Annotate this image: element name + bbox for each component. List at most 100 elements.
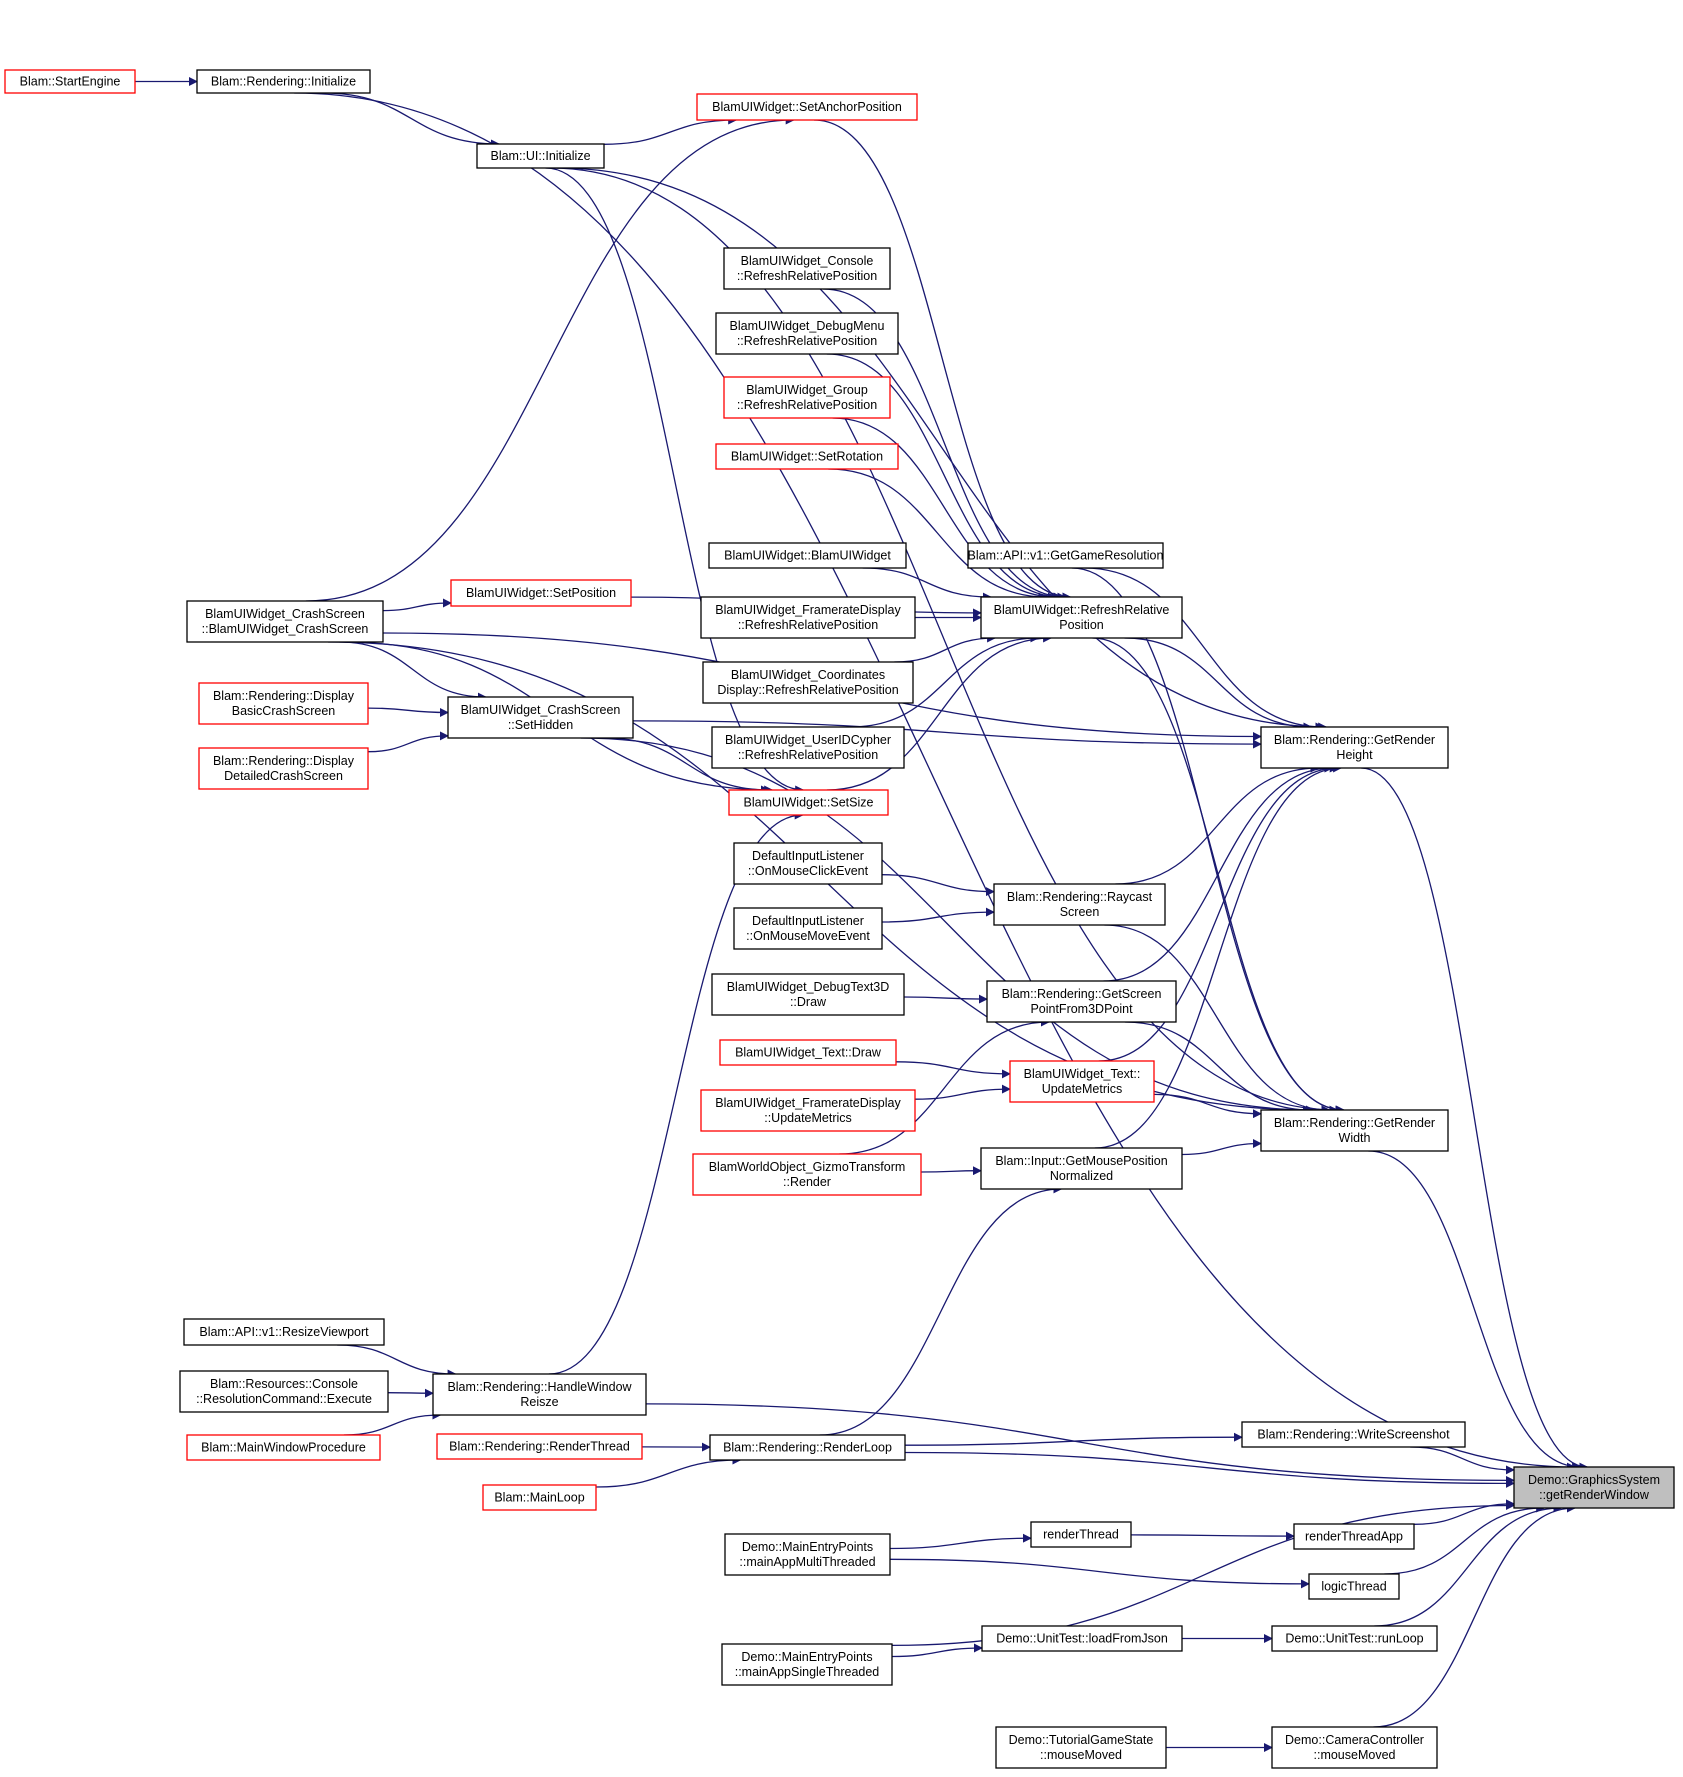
node-console-refresh[interactable]: BlamUIWidget_Console::RefreshRelativePos… bbox=[723, 247, 891, 290]
node-tutorial-mouse-moved[interactable]: Demo::TutorialGameState::mouseMoved bbox=[995, 1726, 1167, 1769]
node-main-app-single[interactable]: Demo::MainEntryPoints::mainAppSingleThre… bbox=[721, 1643, 893, 1686]
node-useridcypher-refresh[interactable]: BlamUIWidget_UserIDCypher::RefreshRelati… bbox=[711, 726, 905, 769]
node-resize-viewport[interactable]: Blam::API::v1::ResizeViewport bbox=[183, 1318, 385, 1346]
node-main-loop[interactable]: Blam::MainLoop bbox=[482, 1484, 597, 1511]
node-label: BlamUIWidget_Text:: bbox=[1024, 1067, 1141, 1081]
edge-render_thread_fn-to-render_thread_app bbox=[1130, 1531, 1295, 1541]
edge-main_window_procedure-to-handle_window_resize bbox=[343, 1410, 442, 1436]
node-box bbox=[719, 1039, 897, 1066]
edge-handle_window_resize-to-get_render_window bbox=[645, 1403, 1515, 1485]
node-get-game-resolution[interactable]: Blam::API::v1::GetGameResolution bbox=[967, 542, 1164, 569]
node-gizmo-render[interactable]: BlamWorldObject_GizmoTransform::Render bbox=[692, 1153, 922, 1196]
node-render-thread[interactable]: Blam::Rendering::RenderThread bbox=[436, 1433, 643, 1460]
node-render-thread-fn[interactable]: renderThread bbox=[1030, 1521, 1132, 1548]
node-debugmenu-refresh[interactable]: BlamUIWidget_DebugMenu::RefreshRelativeP… bbox=[715, 312, 899, 355]
node-box bbox=[186, 1434, 381, 1461]
node-label: BlamUIWidget_Console bbox=[741, 254, 874, 268]
node-unittest-load[interactable]: Demo::UnitTest::loadFromJson bbox=[981, 1625, 1183, 1652]
node-box bbox=[179, 1370, 389, 1413]
node-box bbox=[715, 443, 899, 470]
node-camera-mouse-moved[interactable]: Demo::CameraController::mouseMoved bbox=[1271, 1726, 1438, 1769]
node-text-draw[interactable]: BlamUIWidget_Text::Draw bbox=[719, 1039, 897, 1066]
node-crashscreen-ctor[interactable]: BlamUIWidget_CrashScreen::BlamUIWidget_C… bbox=[186, 600, 384, 643]
node-box bbox=[728, 789, 889, 816]
node-blamuiwidget-ctor[interactable]: BlamUIWidget::BlamUIWidget bbox=[708, 542, 907, 569]
node-box bbox=[1308, 1573, 1400, 1600]
node-box bbox=[980, 596, 1183, 639]
node-on-mouse-move[interactable]: DefaultInputListener::OnMouseMoveEvent bbox=[733, 907, 883, 950]
node-box bbox=[724, 1533, 891, 1576]
node-label: Blam::UI::Initialize bbox=[490, 149, 590, 163]
node-label: Demo::MainEntryPoints bbox=[742, 1540, 873, 1554]
edge-set_anchor_position-to-refresh_relative_position bbox=[813, 119, 1072, 602]
node-get-render-window[interactable]: Demo::GraphicsSystem::getRenderWindow bbox=[1513, 1466, 1675, 1509]
node-framerate-update-metrics[interactable]: BlamUIWidget_FramerateDisplay::UpdateMet… bbox=[700, 1089, 916, 1132]
node-box bbox=[1009, 1060, 1155, 1103]
node-label: BlamUIWidget::SetRotation bbox=[731, 450, 883, 464]
node-label: Demo::UnitTest::loadFromJson bbox=[996, 1632, 1168, 1646]
node-box bbox=[1030, 1521, 1132, 1548]
node-write-screenshot[interactable]: Blam::Rendering::WriteScreenshot bbox=[1241, 1421, 1466, 1448]
node-display-detailed-crash[interactable]: Blam::Rendering::DisplayDetailedCrashScr… bbox=[198, 747, 369, 790]
node-label: Blam::Resources::Console bbox=[210, 1377, 358, 1391]
node-on-mouse-click[interactable]: DefaultInputListener::OnMouseClickEvent bbox=[733, 842, 883, 885]
node-box bbox=[4, 69, 136, 94]
node-text-update-metrics[interactable]: BlamUIWidget_Text::UpdateMetrics bbox=[1009, 1060, 1155, 1103]
node-box bbox=[723, 376, 891, 419]
edge-crashscreen_sethidden-to-get_render_height bbox=[632, 720, 1262, 749]
node-get-screen-point[interactable]: Blam::Rendering::GetScreenPointFrom3DPoi… bbox=[986, 980, 1177, 1023]
node-render-thread-app[interactable]: renderThreadApp bbox=[1293, 1523, 1415, 1550]
node-resolution-execute[interactable]: Blam::Resources::Console::ResolutionComm… bbox=[179, 1370, 389, 1413]
node-group-refresh[interactable]: BlamUIWidget_Group::RefreshRelativePosit… bbox=[723, 376, 891, 419]
node-box bbox=[700, 1089, 916, 1132]
node-label: ::mouseMoved bbox=[1040, 1748, 1122, 1762]
node-main-app-multi[interactable]: Demo::MainEntryPoints::mainAppMultiThrea… bbox=[724, 1533, 891, 1576]
node-box bbox=[993, 883, 1166, 926]
node-box bbox=[995, 1726, 1167, 1769]
node-label: Height bbox=[1336, 748, 1373, 762]
node-box bbox=[986, 980, 1177, 1023]
edge-get_mouse_position-to-get_render_width bbox=[1181, 1139, 1262, 1156]
edge-main_loop-to-render_loop bbox=[595, 1455, 742, 1488]
node-label: Width bbox=[1339, 1131, 1371, 1145]
node-coordinates-refresh[interactable]: BlamUIWidget_CoordinatesDisplay::Refresh… bbox=[702, 661, 914, 704]
edge-group_refresh-to-refresh_relative_position bbox=[832, 417, 1057, 602]
node-refresh-relative-position[interactable]: BlamUIWidget::RefreshRelativePosition bbox=[980, 596, 1183, 639]
edge-raycast_screen-to-get_render_height bbox=[1115, 763, 1320, 885]
node-label: BlamUIWidget_FramerateDisplay bbox=[715, 603, 901, 617]
node-unittest-runloop[interactable]: Demo::UnitTest::runLoop bbox=[1271, 1625, 1438, 1652]
node-set-anchor-position[interactable]: BlamUIWidget::SetAnchorPosition bbox=[696, 93, 918, 121]
node-box bbox=[1241, 1421, 1466, 1448]
node-set-position[interactable]: BlamUIWidget::SetPosition bbox=[450, 579, 632, 607]
node-debugtext3d-draw[interactable]: BlamUIWidget_DebugText3D::Draw bbox=[711, 973, 905, 1016]
node-label: Normalized bbox=[1050, 1169, 1113, 1183]
node-framerate-refresh[interactable]: BlamUIWidget_FramerateDisplay::RefreshRe… bbox=[700, 596, 916, 639]
node-label: BlamUIWidget::SetAnchorPosition bbox=[712, 100, 902, 114]
edge-get_render_width-to-get_render_window bbox=[1368, 1150, 1582, 1472]
node-crashscreen-sethidden[interactable]: BlamUIWidget_CrashScreen::SetHidden bbox=[447, 696, 634, 739]
node-rendering-initialize[interactable]: Blam::Rendering::Initialize bbox=[196, 69, 371, 94]
node-label: ::SetHidden bbox=[508, 718, 573, 732]
node-set-rotation[interactable]: BlamUIWidget::SetRotation bbox=[715, 443, 899, 470]
edge-rendering_initialize-to-get_render_window bbox=[294, 92, 1576, 1472]
node-box bbox=[196, 69, 371, 94]
node-label: Blam::Input::GetMousePosition bbox=[995, 1154, 1167, 1168]
node-set-size[interactable]: BlamUIWidget::SetSize bbox=[728, 789, 889, 816]
node-main-window-procedure[interactable]: Blam::MainWindowProcedure bbox=[186, 1434, 381, 1461]
edge-resize_viewport-to-handle_window_resize bbox=[337, 1344, 457, 1379]
node-ui-initialize[interactable]: Blam::UI::Initialize bbox=[476, 143, 605, 169]
edge-on_mouse_click-to-raycast_screen bbox=[881, 874, 995, 897]
node-label: ::Render bbox=[783, 1175, 831, 1189]
node-render-loop[interactable]: Blam::Rendering::RenderLoop bbox=[709, 1434, 906, 1461]
node-start-engine[interactable]: Blam::StartEngine bbox=[4, 69, 136, 94]
node-box bbox=[186, 600, 384, 643]
node-logic-thread[interactable]: logicThread bbox=[1308, 1573, 1400, 1600]
node-label: BlamUIWidget_DebugMenu bbox=[730, 319, 885, 333]
